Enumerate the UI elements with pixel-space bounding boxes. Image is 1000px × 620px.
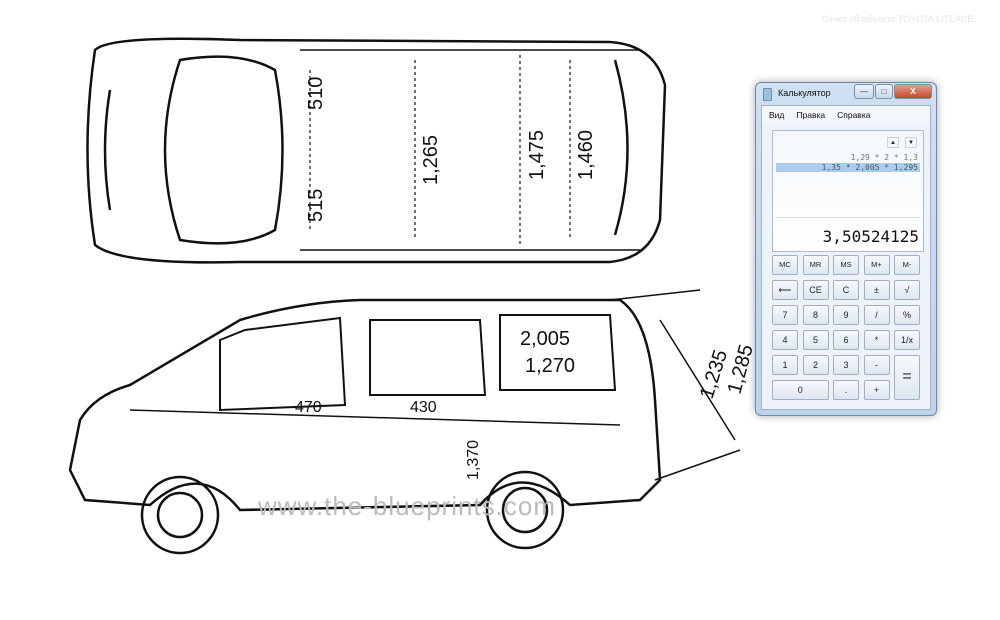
- memory-store-button[interactable]: MS: [833, 255, 859, 275]
- title-bar[interactable]: Калькулятор — □ X: [756, 83, 936, 105]
- memory-subtract-button[interactable]: M-: [894, 255, 920, 275]
- minimize-button[interactable]: —: [854, 84, 874, 99]
- digit-7-button[interactable]: 7: [772, 305, 798, 325]
- van-top-outline: [86, 37, 667, 264]
- multiply-button[interactable]: *: [863, 330, 890, 350]
- equals-button[interactable]: =: [894, 355, 920, 400]
- menu-help[interactable]: Справка: [837, 110, 871, 120]
- dim-1460: 1,460: [575, 130, 597, 180]
- memory-add-button[interactable]: M+: [863, 255, 890, 275]
- divide-button[interactable]: /: [863, 305, 890, 325]
- backspace-button[interactable]: ⟵: [772, 280, 798, 300]
- clear-entry-button[interactable]: CE: [802, 280, 829, 300]
- subtract-button[interactable]: -: [863, 355, 890, 375]
- dim-515: 515: [305, 189, 327, 222]
- dim-1285: 1,285: [724, 342, 758, 396]
- menu-edit[interactable]: Правка: [796, 110, 826, 120]
- percent-button[interactable]: %: [894, 305, 920, 325]
- dim-1235: 1,235: [696, 347, 732, 401]
- maximize-button[interactable]: □: [875, 84, 893, 99]
- dim-1370: 1,370: [465, 440, 482, 480]
- window-title: Калькулятор: [778, 88, 831, 98]
- decimal-button[interactable]: .: [833, 380, 859, 400]
- memory-clear-button[interactable]: MC: [772, 255, 798, 275]
- dim-1270: 1,270: [525, 355, 575, 377]
- clear-button[interactable]: C: [833, 280, 859, 300]
- digit-1-button[interactable]: 1: [772, 355, 798, 375]
- watermark: www.the-blueprints.com: [257, 491, 556, 521]
- calculator-icon: [763, 88, 772, 101]
- dim-1475: 1,475: [526, 130, 548, 180]
- display: ▲ ▼ 1,29 * 2 * 1,3 1,35 * 2,005 * 1,295 …: [772, 130, 924, 252]
- display-divider: [776, 217, 920, 218]
- digit-9-button[interactable]: 9: [833, 305, 859, 325]
- digit-4-button[interactable]: 4: [772, 330, 798, 350]
- dim-1265: 1,265: [420, 135, 442, 185]
- history-up-button[interactable]: ▲: [887, 137, 899, 148]
- close-button[interactable]: X: [894, 84, 932, 99]
- menu-bar: Вид Правка Справка: [762, 106, 930, 123]
- calculator-window: Калькулятор — □ X Вид Правка Справка ▲ ▼…: [755, 82, 937, 416]
- dim-510: 510: [305, 77, 327, 110]
- dim-430: 430: [410, 399, 437, 416]
- sqrt-button[interactable]: √: [894, 280, 920, 300]
- reciprocal-button[interactable]: 1/x: [894, 330, 920, 350]
- digit-8-button[interactable]: 8: [802, 305, 829, 325]
- result-display: 3,50524125: [822, 227, 919, 246]
- van-side-outline: [68, 298, 662, 512]
- history-down-button[interactable]: ▼: [905, 137, 917, 148]
- add-button[interactable]: +: [863, 380, 890, 400]
- digit-3-button[interactable]: 3: [833, 355, 859, 375]
- calculator-body: Вид Правка Справка ▲ ▼ 1,29 * 2 * 1,3 1,…: [761, 105, 931, 410]
- history-entry-selected[interactable]: 1,35 * 2,005 * 1,295: [776, 163, 920, 172]
- dim-2005: 2,005: [520, 328, 570, 350]
- digit-6-button[interactable]: 6: [833, 330, 859, 350]
- memory-recall-button[interactable]: MR: [802, 255, 829, 275]
- digit-0-button[interactable]: 0: [772, 380, 829, 400]
- dim-470: 470: [295, 399, 322, 416]
- menu-view[interactable]: Вид: [769, 110, 785, 120]
- digit-5-button[interactable]: 5: [802, 330, 829, 350]
- digit-2-button[interactable]: 2: [802, 355, 829, 375]
- negate-button[interactable]: ±: [863, 280, 890, 300]
- background-page-heading: Отчет об объекте TOYOTA LITEACE: [822, 14, 974, 24]
- history-entry[interactable]: 1,29 * 2 * 1,3: [850, 153, 918, 162]
